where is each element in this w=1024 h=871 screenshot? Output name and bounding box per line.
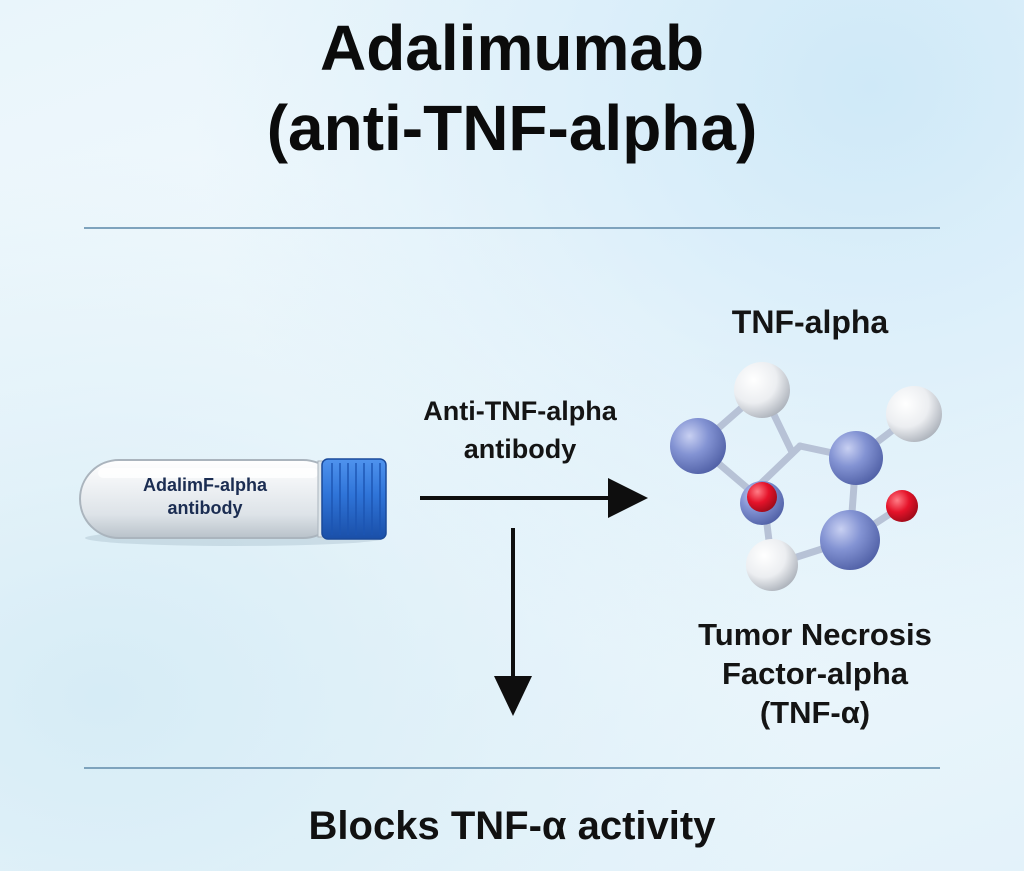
right-arrow	[420, 478, 648, 518]
blue-atom	[820, 510, 880, 570]
molecule-desc-line-2: Factor-alpha	[721, 656, 909, 691]
vial-label-line-2: antibody	[167, 498, 243, 518]
arrow-label-line-2: antibody	[463, 434, 577, 464]
arrow-label-line-1: Anti-TNF-alpha	[423, 396, 617, 426]
bottom-divider	[84, 767, 940, 769]
antibody-vial	[79, 458, 387, 546]
title-line-1: Adalimumab	[319, 12, 705, 84]
footer-caption: Blocks TNF-α activity	[308, 804, 716, 848]
white-atom	[746, 539, 798, 591]
vial-label: AdalimF-alpha antibody	[110, 474, 300, 520]
white-atom	[886, 386, 942, 442]
red-atom	[886, 490, 918, 522]
down-arrow	[494, 528, 532, 716]
vial-highlight	[98, 468, 318, 478]
molecule-desc-line-1: Tumor Necrosis	[698, 617, 932, 652]
blue-atom	[670, 418, 726, 474]
molecule-title: TNF-alpha	[731, 304, 889, 340]
vial-cap	[321, 458, 387, 540]
vial-label-line-1: AdalimF-alpha	[142, 475, 267, 495]
page-title: Adalimumab (anti-TNF-alpha)	[0, 8, 1024, 168]
molecule-description: Tumor Necrosis Factor-alpha (TNF-α)	[640, 615, 990, 732]
top-divider	[84, 227, 940, 229]
molecule-bonds	[694, 386, 918, 569]
white-atom	[734, 362, 790, 418]
molecule-desc-line-3: (TNF-α)	[759, 695, 871, 730]
tnf-alpha-molecule	[670, 362, 942, 591]
red-atom	[747, 482, 777, 512]
vial-cap-ridges	[331, 463, 381, 535]
blue-atom	[829, 431, 883, 485]
title-line-2: (anti-TNF-alpha)	[266, 92, 758, 164]
arrow-label: Anti-TNF-alpha antibody	[360, 392, 680, 468]
